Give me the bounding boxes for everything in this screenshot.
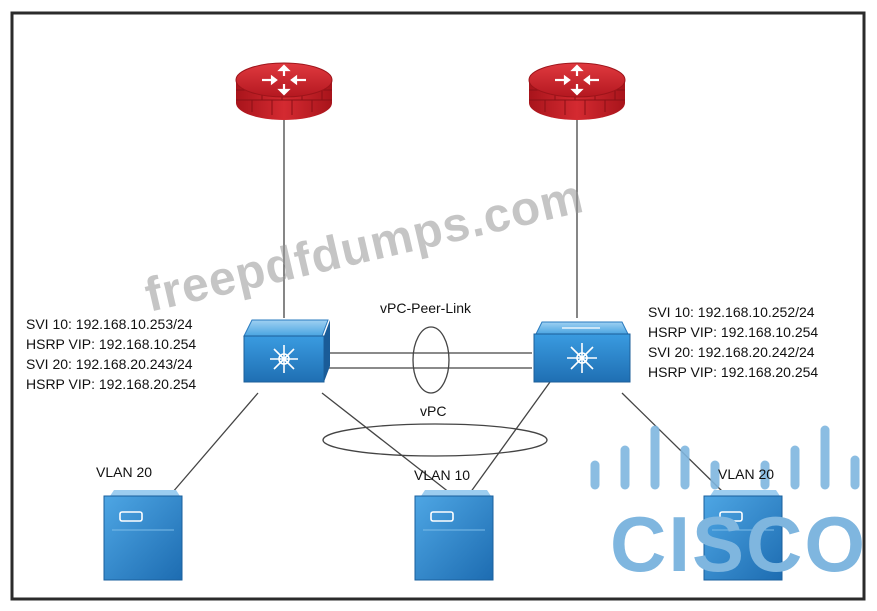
left-router-icon bbox=[235, 62, 333, 120]
left-hsrp20: HSRP VIP: 192.168.20.254 bbox=[26, 376, 197, 392]
peer-link-label: vPC-Peer-Link bbox=[380, 300, 472, 316]
right-svi10: SVI 10: 192.168.10.252/24 bbox=[648, 304, 815, 320]
cisco-logo-text: CISCO bbox=[610, 500, 868, 588]
left-svi10: SVI 10: 192.168.10.253/24 bbox=[26, 316, 193, 332]
right-switch-to-right-server bbox=[621, 392, 725, 494]
right-server-icon bbox=[703, 490, 783, 581]
peer-link-ellipse bbox=[412, 326, 450, 394]
right-svi20: SVI 20: 192.168.20.242/24 bbox=[648, 344, 815, 360]
right-hsrp10: HSRP VIP: 192.168.10.254 bbox=[648, 324, 819, 340]
cisco-logo-bars-icon bbox=[590, 425, 860, 490]
right-switch-config: SVI 10: 192.168.10.252/24 HSRP VIP: 192.… bbox=[648, 302, 818, 382]
right-hsrp20: HSRP VIP: 192.168.20.254 bbox=[648, 364, 819, 380]
vpc-ellipse bbox=[322, 423, 548, 457]
right-switch-to-mid-server bbox=[469, 381, 551, 494]
left-svi20: SVI 20: 192.168.20.243/24 bbox=[26, 356, 193, 372]
vpc-label: vPC bbox=[420, 403, 447, 419]
left-switch-config: SVI 10: 192.168.10.253/24 HSRP VIP: 192.… bbox=[26, 314, 196, 394]
right-server-vlan: VLAN 20 bbox=[718, 466, 775, 482]
middle-server-vlan: VLAN 10 bbox=[414, 467, 471, 483]
left-switch-to-left-server bbox=[171, 392, 259, 494]
left-switch-to-mid-server bbox=[321, 392, 451, 494]
right-switch-icon bbox=[533, 321, 631, 383]
middle-server-icon bbox=[414, 490, 494, 581]
right-router-icon bbox=[528, 62, 626, 120]
left-server-icon bbox=[103, 490, 183, 581]
left-switch-icon bbox=[243, 319, 330, 383]
left-server-vlan: VLAN 20 bbox=[96, 464, 153, 480]
left-hsrp10: HSRP VIP: 192.168.10.254 bbox=[26, 336, 197, 352]
